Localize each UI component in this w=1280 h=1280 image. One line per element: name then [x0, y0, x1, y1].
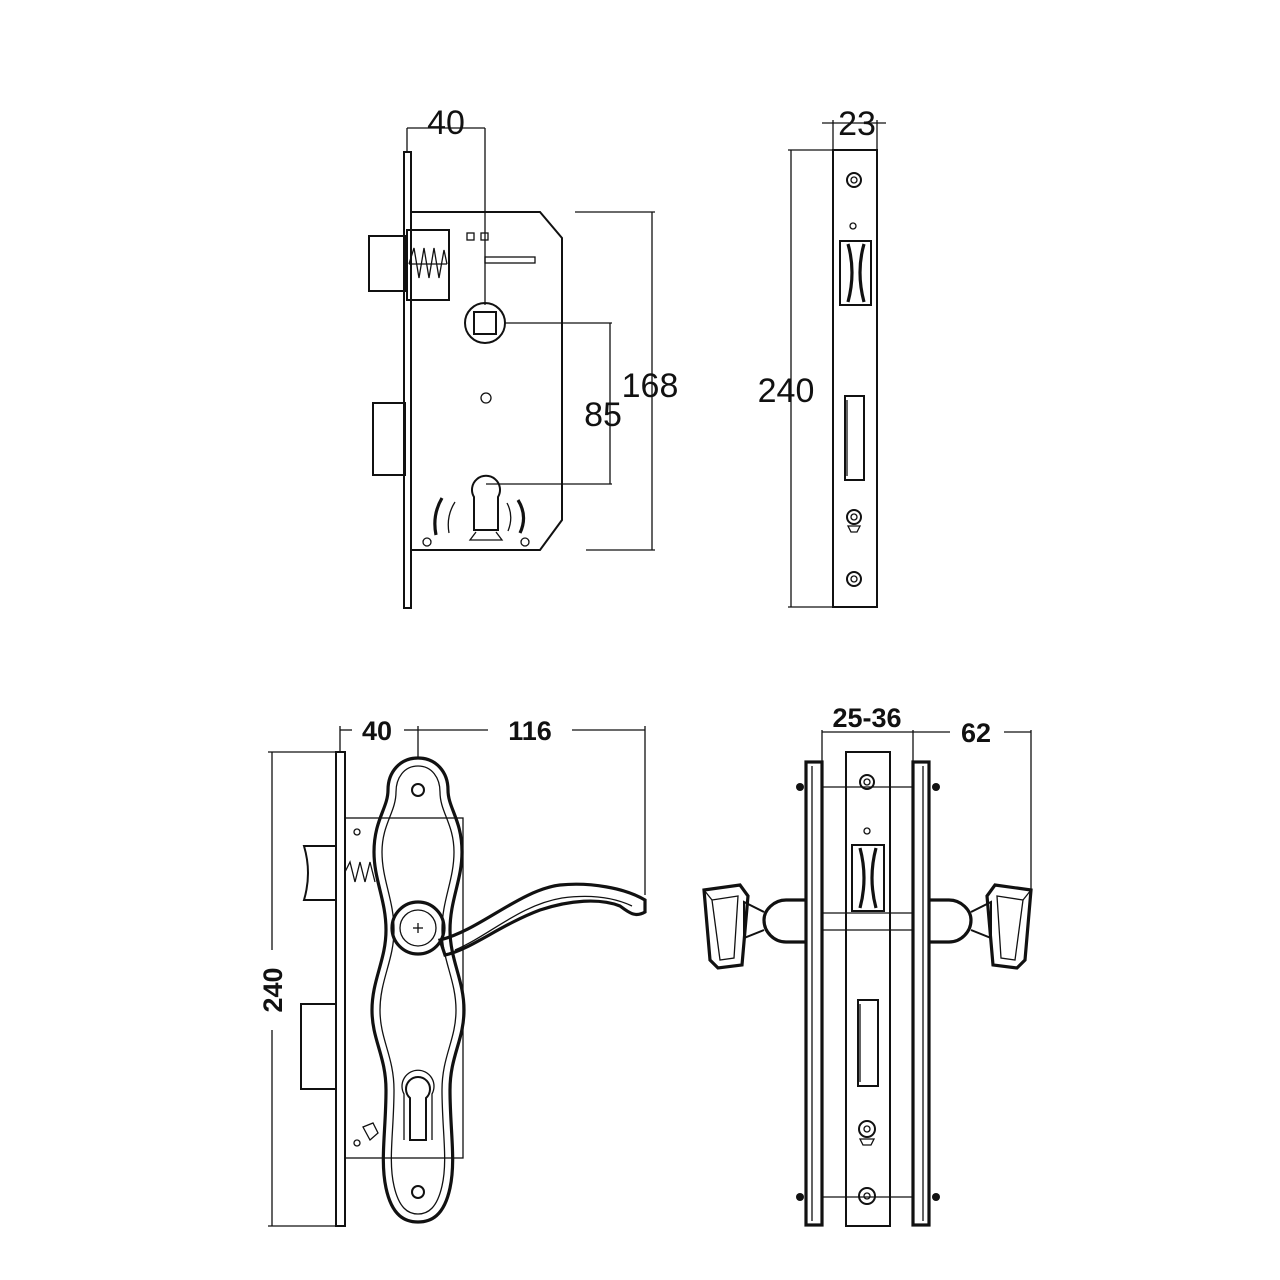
center-screw-bottom — [858, 1187, 876, 1205]
faceplate-screw-top-inner — [850, 176, 858, 184]
screw-hole — [480, 392, 492, 404]
center-deadbolt-opening — [857, 999, 879, 1087]
faceplate-outline — [832, 149, 878, 608]
faceplate-pin — [849, 222, 857, 230]
center-screw-bottom-inner — [863, 1192, 871, 1200]
dim-projection-label: 116 — [508, 716, 552, 746]
left-lever-rose — [762, 898, 806, 944]
center-cyl-screw — [858, 1120, 876, 1138]
handle-lever-inner — [454, 895, 633, 951]
latch-curve-right — [858, 243, 866, 303]
dim-thickness-label: 23 — [838, 105, 876, 143]
dim-center-label: 85 — [584, 396, 622, 434]
case-dot-top — [353, 828, 361, 836]
handle-lever — [437, 882, 647, 957]
stud-3 — [932, 783, 940, 791]
curved-slot-left — [433, 497, 444, 536]
backplate-screw-bottom — [411, 1185, 425, 1199]
latch-opening — [839, 240, 872, 306]
latch-tail — [406, 229, 450, 301]
handle-spring — [344, 860, 376, 883]
curved-slot-right-inner — [506, 502, 512, 532]
dim-door-label: 25-36 — [832, 703, 901, 733]
handle-front-view: 25-36 62 — [702, 703, 1033, 1227]
handle-backplate-inner — [379, 765, 457, 1215]
center-latch-opening — [851, 844, 885, 912]
cylinder-cutout — [471, 474, 501, 531]
left-lever-edge — [703, 889, 713, 901]
handle-rose — [390, 900, 446, 956]
left-backplate — [804, 760, 824, 1227]
center-cyl-screw-inner — [863, 1125, 871, 1133]
latch-spring — [408, 247, 448, 279]
center-latch-curve-right — [870, 847, 878, 909]
right-lever-rose — [929, 898, 973, 944]
dim-lever-projection-label: 62 — [961, 718, 991, 748]
handle-keyhole-outer — [401, 1069, 435, 1140]
right-lever-grip-inner — [996, 895, 1024, 961]
center-latch-curve-left — [858, 847, 866, 909]
deadbolt-opening — [844, 395, 865, 481]
follower-hub — [464, 302, 506, 344]
mechanism-detail — [362, 1122, 379, 1142]
lock-body-view: 40 168 85 — [368, 104, 679, 609]
corner-hole-left — [422, 537, 432, 547]
cylinder-base — [468, 531, 504, 541]
handle-forend — [335, 751, 346, 1227]
dim-height-label: 168 — [622, 367, 679, 405]
lock-slot — [484, 256, 536, 264]
curved-slot-right — [516, 499, 526, 534]
curved-slot-left-inner — [447, 501, 456, 534]
left-lever-neck — [743, 900, 765, 940]
handle-rose-inner — [399, 909, 437, 947]
center-screw-top — [859, 774, 875, 790]
latch-curve-left — [846, 243, 854, 303]
right-lever-grip — [985, 883, 1033, 970]
right-lever-edge — [1022, 889, 1032, 901]
deadbolt — [372, 402, 406, 476]
center-pin — [863, 827, 871, 835]
faceplate-screw-bottom-inner — [850, 575, 858, 583]
faceplate-screw-top — [846, 172, 862, 188]
handle-backplate — [370, 756, 466, 1224]
spindle-square — [473, 311, 497, 335]
dim-handle-height-label: 240 — [258, 967, 288, 1012]
dim-length-label: 240 — [758, 372, 815, 410]
right-lever-neck — [970, 900, 992, 940]
lock-forend — [403, 151, 412, 609]
left-lever-grip — [702, 883, 750, 970]
cylinder-screw-inner — [850, 513, 858, 521]
faceplate-screw-bottom — [846, 571, 862, 587]
handle-side-view: 40 116 240 — [258, 716, 647, 1227]
dim-handle-backset-label: 40 — [362, 716, 392, 746]
faceplate-view: 23 240 — [758, 105, 886, 608]
cylinder-screw-tab — [846, 525, 862, 533]
dim-backset-label: 40 — [427, 104, 465, 142]
cylinder-screw — [846, 509, 862, 525]
center-screw-top-inner — [863, 778, 871, 786]
center-cyl-tab — [858, 1138, 876, 1146]
handle-latch-bolt — [302, 845, 337, 901]
stud-2 — [796, 1193, 804, 1201]
latch-bolt — [368, 235, 406, 292]
right-backplate — [911, 760, 931, 1227]
stud-1 — [796, 783, 804, 791]
corner-hole-right — [520, 537, 530, 547]
case-dot-bottom — [353, 1139, 361, 1147]
marker-square-1 — [466, 232, 475, 241]
handle-keyhole — [405, 1076, 431, 1141]
backplate-screw-top — [411, 783, 425, 797]
left-lever-grip-inner — [711, 895, 739, 961]
stud-4 — [932, 1193, 940, 1201]
center-faceplate — [845, 751, 891, 1227]
handle-deadbolt — [300, 1003, 337, 1090]
lock-case-outline — [411, 211, 563, 551]
